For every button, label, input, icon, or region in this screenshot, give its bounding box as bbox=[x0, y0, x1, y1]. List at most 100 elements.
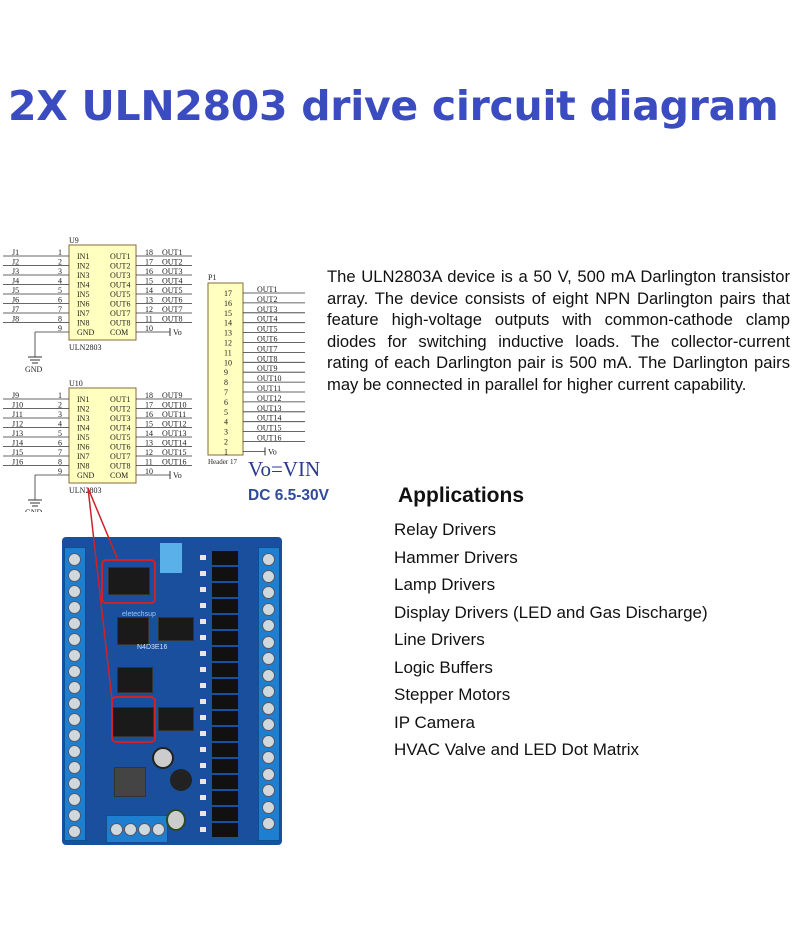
gnd-label: GND bbox=[25, 365, 43, 374]
uln2803-chip bbox=[108, 567, 150, 595]
pin-name: IN6 bbox=[77, 300, 89, 309]
terminal-screw bbox=[262, 767, 275, 781]
chip-body bbox=[68, 244, 137, 341]
pin-number: 7 bbox=[58, 305, 62, 314]
input-net-label: J14 bbox=[12, 439, 23, 448]
pin-name: IN5 bbox=[77, 290, 89, 299]
led-indicator bbox=[200, 635, 206, 640]
pin-number: 9 bbox=[224, 368, 228, 377]
led-indicator bbox=[200, 715, 206, 720]
pin-number: 8 bbox=[224, 378, 228, 387]
pin-name: OUT5 bbox=[110, 290, 130, 299]
optocoupler bbox=[212, 567, 238, 581]
led-indicator bbox=[200, 779, 206, 784]
application-item: Logic Buffers bbox=[394, 657, 493, 677]
output-net-label: OUT15 bbox=[257, 424, 281, 433]
terminal-screw bbox=[110, 823, 123, 836]
pin-name: OUT7 bbox=[110, 452, 130, 461]
terminal-screw bbox=[152, 823, 165, 836]
pin-number: 12 bbox=[145, 305, 153, 314]
pin-number: 11 bbox=[145, 315, 153, 324]
pin-name: IN6 bbox=[77, 443, 89, 452]
output-net-label: OUT2 bbox=[162, 258, 182, 267]
pin-number: 17 bbox=[145, 401, 153, 410]
application-item: Hammer Drivers bbox=[394, 547, 518, 567]
pin-number: 15 bbox=[224, 309, 232, 318]
application-item: IP Camera bbox=[394, 712, 475, 732]
pin-number: 13 bbox=[145, 296, 153, 305]
pin-number: 10 bbox=[145, 467, 153, 476]
terminal-screw bbox=[262, 668, 275, 682]
chip-ref: U10 bbox=[69, 379, 83, 388]
output-net-label: OUT4 bbox=[162, 277, 182, 286]
header-ref: P1 bbox=[208, 273, 216, 282]
pin-name: OUT4 bbox=[110, 281, 130, 290]
pin-name: OUT1 bbox=[110, 252, 130, 261]
terminal-screw bbox=[68, 777, 81, 790]
pin-name: OUT2 bbox=[110, 262, 130, 271]
pin-number: 6 bbox=[58, 439, 62, 448]
terminal-screw bbox=[262, 784, 275, 797]
pin-number: 5 bbox=[58, 429, 62, 438]
pin-name: COM bbox=[110, 328, 128, 337]
pin-number: 4 bbox=[58, 277, 62, 286]
output-net-label: OUT3 bbox=[162, 267, 182, 276]
terminal-screw bbox=[124, 823, 137, 836]
pin-name: OUT2 bbox=[110, 405, 130, 414]
terminal-screw bbox=[262, 619, 275, 632]
output-net-label: OUT8 bbox=[257, 354, 277, 363]
output-net-label: OUT7 bbox=[162, 305, 182, 314]
output-net-label: OUT9 bbox=[257, 364, 277, 373]
pin-name: OUT4 bbox=[110, 424, 130, 433]
terminal-screw bbox=[68, 633, 81, 646]
output-net-label: OUT6 bbox=[257, 335, 277, 344]
pin-number: 13 bbox=[145, 439, 153, 448]
ic-chip bbox=[158, 617, 194, 641]
pin-name: IN8 bbox=[77, 319, 89, 328]
pin-number: 16 bbox=[224, 299, 232, 308]
output-net-label: OUT9 bbox=[162, 391, 182, 400]
pin-name: IN5 bbox=[77, 433, 89, 442]
vo-label: Vo=VIN bbox=[248, 457, 321, 481]
terminal-screw bbox=[262, 800, 275, 814]
terminal-screw bbox=[68, 649, 81, 662]
output-net-label: OUT3 bbox=[257, 305, 277, 314]
output-net-label: OUT13 bbox=[257, 404, 281, 413]
led-indicator bbox=[200, 555, 206, 560]
dip-switch bbox=[160, 543, 182, 573]
optocoupler bbox=[212, 663, 238, 677]
pin-name: COM bbox=[110, 471, 128, 480]
led-indicator bbox=[200, 603, 206, 608]
pin-name: OUT3 bbox=[110, 271, 130, 280]
optocoupler bbox=[212, 647, 238, 661]
inductor bbox=[170, 769, 192, 791]
pin-number: 18 bbox=[145, 248, 153, 257]
pin-number: 17 bbox=[145, 258, 153, 267]
pin-name: IN3 bbox=[77, 271, 89, 280]
output-net-label: OUT5 bbox=[162, 286, 182, 295]
pin-name: IN3 bbox=[77, 414, 89, 423]
pin-name: IN2 bbox=[77, 405, 89, 414]
pin-number: 2 bbox=[58, 401, 62, 410]
pin-name: IN4 bbox=[77, 424, 89, 433]
pin-number: 12 bbox=[145, 448, 153, 457]
pin-name: OUT7 bbox=[110, 309, 130, 318]
pin-name: IN4 bbox=[77, 281, 89, 290]
pin-number: 9 bbox=[58, 467, 62, 476]
terminal-screw bbox=[68, 681, 81, 694]
terminal-screw bbox=[68, 665, 81, 678]
capacitor bbox=[152, 747, 174, 769]
pin-number: 3 bbox=[58, 410, 62, 419]
ic-chip bbox=[117, 667, 153, 693]
pin-name: IN2 bbox=[77, 262, 89, 271]
terminal-screw bbox=[262, 701, 275, 715]
description-text: The ULN2803A device is a 50 V, 500 mA Da… bbox=[327, 267, 790, 394]
uln2803-chip bbox=[112, 707, 154, 737]
optocoupler bbox=[212, 615, 238, 629]
output-net-label: OUT10 bbox=[257, 374, 281, 383]
pin-number: 10 bbox=[145, 324, 153, 333]
output-net-label: OUT16 bbox=[162, 458, 186, 467]
pin-number: 10 bbox=[224, 358, 232, 367]
pin-number: 18 bbox=[145, 391, 153, 400]
